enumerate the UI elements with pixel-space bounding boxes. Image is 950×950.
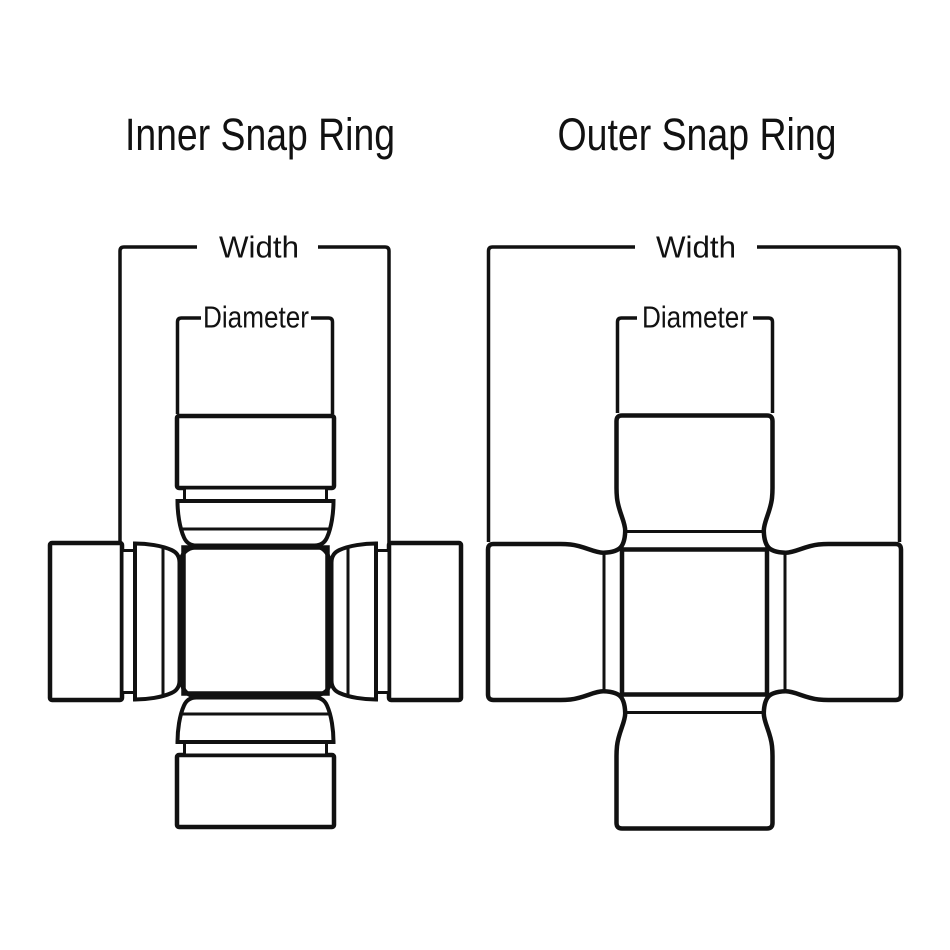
bearing-cap-arm-top [617, 416, 773, 550]
width-label: Width [656, 230, 736, 265]
bearing-cap-arm-top [177, 416, 334, 562]
width-dimension-bracket: Width [486, 230, 902, 542]
diameter-label: Diameter [203, 300, 309, 335]
width-dimension-bracket: Width [118, 230, 391, 543]
width-bracket-lines [486, 245, 902, 542]
bearing-cap-arm-bottom [177, 681, 334, 827]
cross-body [619, 547, 770, 697]
width-label: Width [219, 230, 299, 265]
inner-snap-ring-ujoint-drawing [50, 416, 461, 827]
inner-snap-ring-title: Inner Snap Ring [125, 109, 395, 160]
bearing-cap-arm-bottom [617, 695, 773, 829]
outer-snap-ring-diagram: Outer Snap Ring Width Diameter [488, 109, 901, 829]
bearing-cap-arm-left [488, 544, 622, 700]
cross-body [181, 545, 330, 696]
outer-snap-ring-ujoint-drawing [488, 416, 901, 829]
width-bracket-lines [118, 245, 391, 543]
bearing-cap-arm-right [767, 544, 901, 700]
diameter-bracket-lines [615, 316, 775, 413]
inner-snap-ring-diagram: Inner Snap Ring Width Diameter [50, 109, 461, 827]
diameter-dimension-bracket: Diameter [615, 300, 775, 413]
diameter-label: Diameter [642, 300, 748, 335]
bearing-cap-arm-left [50, 543, 196, 700]
outer-snap-ring-title: Outer Snap Ring [558, 109, 837, 160]
diameter-dimension-bracket: Diameter [175, 300, 335, 414]
diameter-bracket-lines [175, 316, 335, 414]
bearing-cap-arm-right [315, 543, 461, 700]
